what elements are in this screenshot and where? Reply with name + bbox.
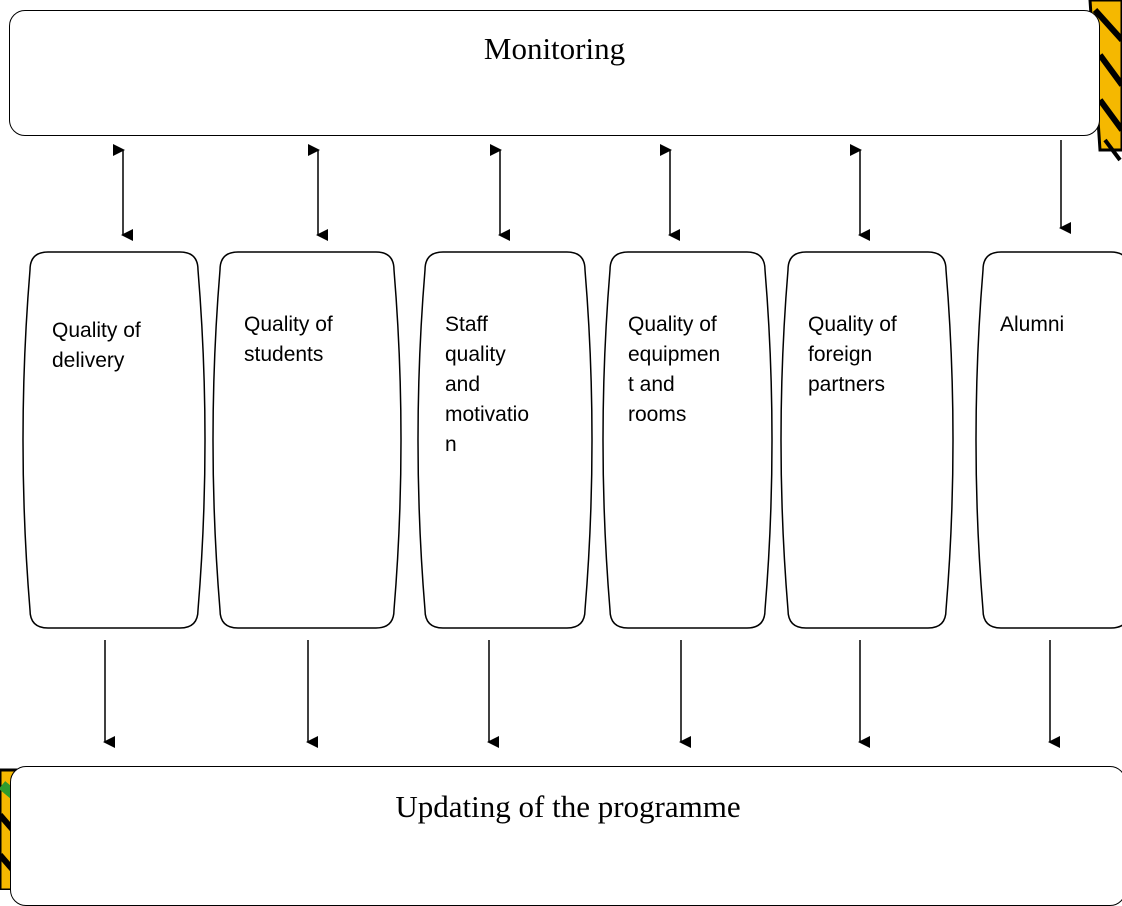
node-label-equipment: Quality of equipmen t and rooms — [628, 313, 721, 426]
node-label-students: Quality of students — [244, 313, 333, 366]
node-foreign — [780, 251, 954, 629]
monitoring-box: Monitoring — [9, 10, 1100, 136]
node-label-foreign: Quality of foreign partners — [808, 313, 897, 396]
updating-title: Updating of the programme — [395, 789, 741, 824]
node-label-alumni: Alumni — [1000, 313, 1065, 336]
node-label-staff: Staff quality and motivatio n — [445, 313, 530, 456]
monitoring-title: Monitoring — [483, 31, 626, 66]
node-staff — [417, 251, 593, 629]
node-label-delivery: Quality of delivery — [52, 319, 141, 372]
node-delivery — [22, 251, 206, 629]
updating-box: Updating of the programme — [10, 766, 1122, 906]
node-students — [212, 251, 402, 629]
node-equipment — [602, 251, 773, 629]
node-alumni — [975, 251, 1122, 629]
